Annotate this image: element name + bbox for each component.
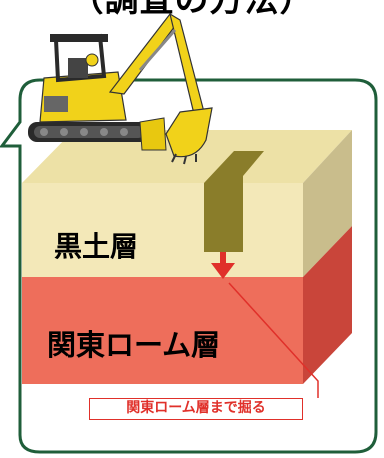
kanto-loam-layer-label: 関東ローム層 — [47, 328, 221, 362]
black-soil-layer-label: 黒土層 — [54, 230, 139, 263]
black-soil-side — [303, 130, 352, 277]
callout-leader-line — [228, 282, 319, 398]
dig-callout: 関東ローム層まで掘る — [89, 398, 303, 420]
excavated-pit — [204, 151, 264, 252]
excavator-icon — [28, 12, 213, 165]
kanto-loam-front — [22, 277, 303, 384]
page-title: （調査の方法） — [69, 0, 315, 20]
black-soil-front — [22, 183, 303, 277]
kanto-loam-side — [303, 226, 352, 384]
down-arrow-icon — [211, 252, 235, 279]
